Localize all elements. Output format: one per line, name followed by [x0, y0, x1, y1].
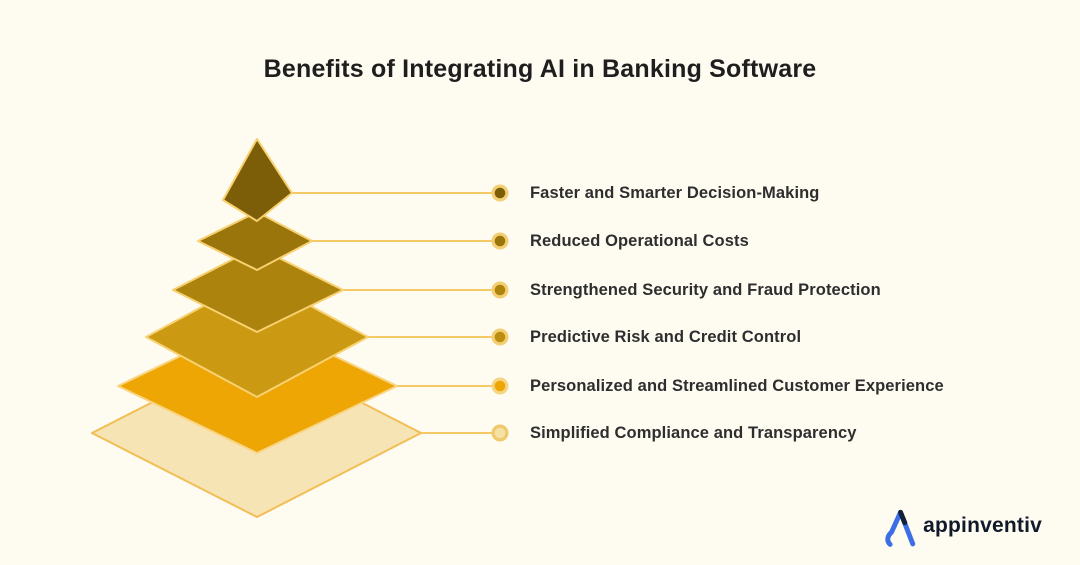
bullet-dot — [494, 427, 506, 439]
benefit-label: Predictive Risk and Credit Control — [530, 328, 802, 346]
bullet-dot — [494, 187, 506, 199]
pyramid-layer-3 — [172, 246, 344, 333]
benefit-label: Faster and Smarter Decision-Making — [530, 184, 820, 202]
logo-text: appinventiv — [923, 514, 1042, 537]
benefit-label: Strengthened Security and Fraud Protecti… — [530, 281, 881, 299]
benefit-label: Personalized and Streamlined Customer Ex… — [530, 377, 944, 395]
logo-mark-icon — [885, 509, 916, 547]
benefit-label: Simplified Compliance and Transparency — [530, 424, 857, 442]
page-title: Benefits of Integrating AI in Banking So… — [263, 55, 817, 83]
bullet-dot — [494, 380, 506, 392]
bullet-dot — [494, 331, 506, 343]
bullet-dot — [494, 284, 506, 296]
pyramid-layer-2 — [197, 211, 313, 271]
bullet-dot — [494, 235, 506, 247]
pyramid-layer-4 — [145, 276, 369, 398]
appinventiv-logo: appinventiv — [884, 505, 1042, 547]
pyramid-layer-1 — [222, 138, 293, 222]
benefit-label: Reduced Operational Costs — [530, 232, 749, 250]
